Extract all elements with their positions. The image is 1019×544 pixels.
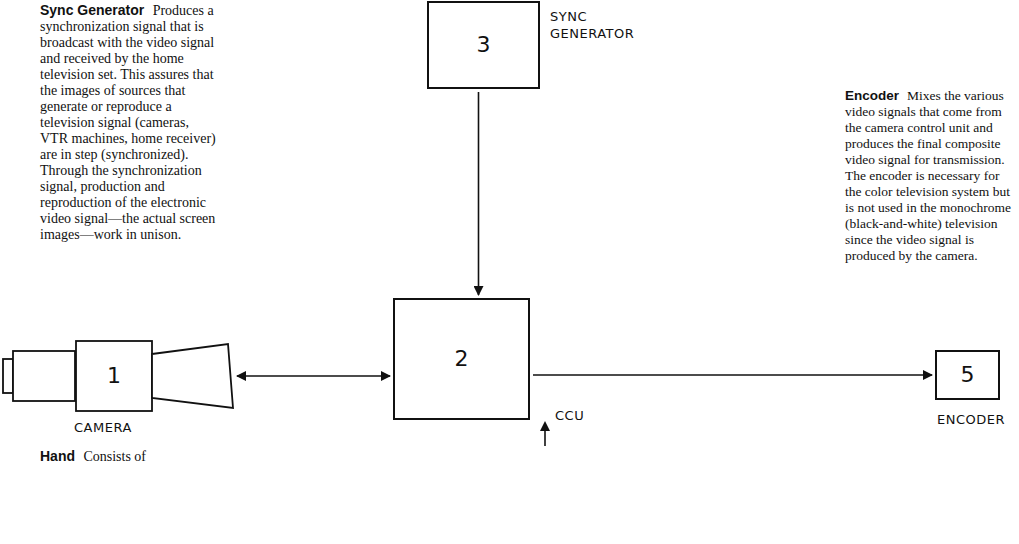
encoder-box: 5ENCODER (935, 350, 1000, 400)
note-text: Produces a synchronization signal that i… (40, 3, 216, 242)
camera-note: Hand Consists of (40, 448, 230, 465)
signal-arrow (478, 92, 480, 295)
pointer-head (540, 421, 550, 431)
sync-generator-note: Sync GeneratorProduces a synchronization… (40, 2, 218, 243)
part-name: CCU (555, 408, 605, 425)
part-name: SYNC GENERATOR (550, 9, 650, 43)
sync-generator-box: 3SYNC GENERATOR (427, 1, 540, 89)
note-text: Mixes the various video signals that com… (845, 88, 1011, 263)
part-name: ENCODER (937, 412, 1017, 429)
encoder-note: EncoderMixes the various video signals t… (845, 88, 1013, 264)
signal-arrow (237, 375, 390, 377)
callout-number: 5 (961, 364, 975, 386)
note-text: Consists of (83, 449, 146, 464)
camera-body: 1CAMERA (2, 340, 234, 412)
callout-number: 2 (455, 348, 469, 370)
note-heading: Encoder (845, 88, 899, 103)
pointer-line (544, 430, 546, 446)
part-name: CAMERA (74, 420, 164, 437)
note-heading: Hand (40, 448, 75, 464)
signal-arrow (533, 374, 932, 376)
note-heading: Sync Generator (40, 2, 144, 18)
ccu-box: 2CCU (393, 298, 530, 420)
callout-number: 1 (76, 340, 152, 412)
callout-number: 3 (477, 34, 491, 56)
